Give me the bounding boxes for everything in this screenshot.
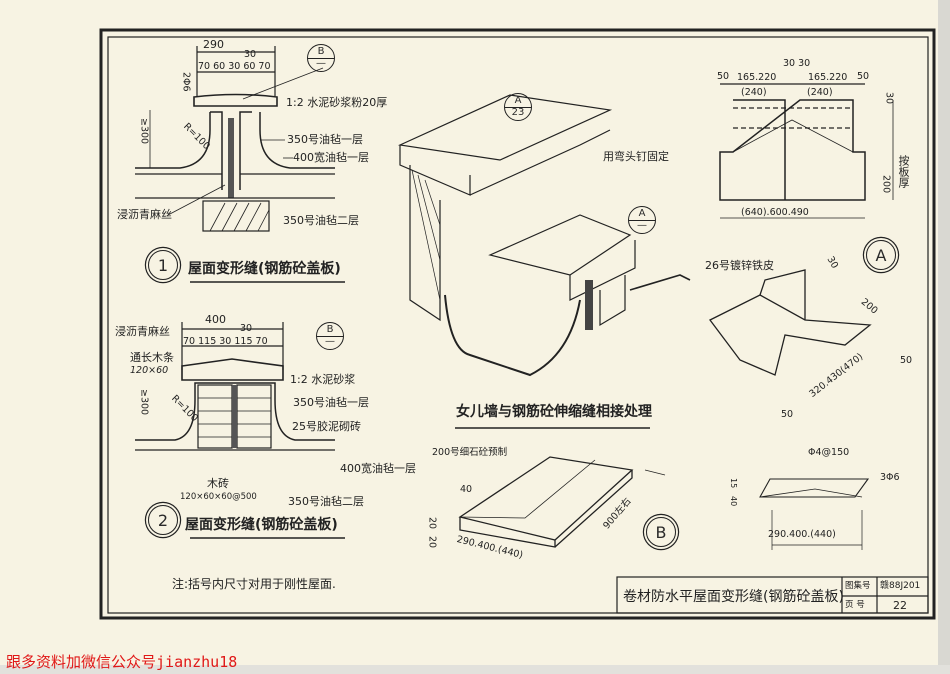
db-d20b: 20	[426, 536, 438, 549]
da-dim-top-4: 50	[857, 71, 870, 82]
da-dim-bottom: (640).600.490	[741, 207, 809, 218]
d2-dim-parts: 70 115 30 115 70	[183, 336, 268, 347]
da-dim-200: 200	[880, 175, 892, 194]
titleblock-title: 卷材防水平屋面变形缝(钢筋砼盖板)	[623, 589, 844, 605]
d1-felt-wide-label: 400宽油毡一层	[293, 151, 369, 164]
d2-ref-b: B—	[316, 322, 344, 350]
ref-bottom: —	[316, 58, 326, 69]
titleblock-atlas-label: 图集号	[845, 581, 871, 591]
detail-a-drawing	[709, 83, 894, 376]
note: 注:括号内尺寸对用于刚性屋面.	[172, 577, 336, 591]
db-number-circle: B	[646, 517, 676, 547]
parapet-isometric-drawing	[397, 94, 691, 429]
d2-dim-total: 400	[205, 313, 226, 326]
titleblock-page-label: 页 号	[845, 600, 865, 610]
d1-felt2-label: 350号油毡二层	[283, 214, 359, 227]
ref-top: B	[317, 323, 343, 337]
d1-dim-mid: 30	[244, 49, 257, 60]
d2-felt-wide-label: 400宽油毡一层	[340, 462, 416, 475]
ref-top: A	[505, 94, 531, 108]
title-block-lines	[616, 576, 929, 614]
db-number: B	[655, 522, 667, 542]
da-dim-sub-1: (240)	[807, 87, 833, 98]
detail-b-drawing	[458, 456, 870, 550]
ref-bottom: 23	[511, 107, 525, 118]
db-precast-label: 200号细石砼预制	[432, 447, 508, 458]
db-d40b: 40	[729, 496, 738, 507]
iso-title: 女儿墙与钢筋砼伸缩缝相接处理	[456, 404, 652, 420]
titleblock-atlas-value: 赣88J201	[880, 581, 921, 591]
da-iso-d50a: 50	[900, 355, 913, 366]
d2-number-circle: 2	[148, 505, 178, 535]
da-dim-top-2: 30 30	[783, 58, 811, 69]
d1-dim-total: 290	[203, 38, 224, 51]
db-d20a: 20	[426, 517, 438, 530]
scan-edge	[938, 0, 950, 674]
da-by-slab: 按板厚	[897, 155, 910, 188]
d1-dim-bars: 2Φ6	[180, 72, 192, 92]
detail-1-drawing	[135, 46, 345, 283]
d2-brick-label: 25号胶泥砌砖	[292, 420, 361, 433]
watermark-text: 跟多资料加微信公众号jianzhu18	[6, 653, 238, 671]
detail-2-drawing	[135, 322, 345, 539]
da-dim-top-1: 165.220	[737, 72, 777, 83]
titleblock-page-value: 22	[893, 599, 907, 612]
d2-hemp-label: 浸沥青麻丝	[115, 325, 170, 338]
da-number-circle: A	[866, 240, 896, 270]
d1-title: 屋面变形缝(钢筋砼盖板)	[188, 261, 341, 277]
da-dim-top-3: 165.220	[808, 72, 848, 83]
db-rebar2: 3Φ6	[880, 472, 900, 483]
d1-number: 1	[157, 255, 169, 275]
d2-strip-label: 通长木条	[130, 351, 174, 364]
ref-top: A	[629, 207, 655, 221]
outer-frame	[99, 28, 936, 620]
d2-mortar-label: 1:2 水泥砂浆	[290, 373, 356, 386]
da-iso-d50b: 50	[781, 409, 794, 420]
da-dim-top-0: 50	[717, 71, 730, 82]
d2-strip-size: 120×60	[130, 365, 169, 376]
db-section-width: 290.400.(440)	[768, 529, 836, 540]
ref-bottom: —	[637, 220, 647, 231]
d1-hemp-label: 浸沥青麻丝	[117, 208, 172, 221]
d2-dim-height: ≥300	[138, 389, 150, 416]
d2-title: 屋面变形缝(钢筋砼盖板)	[185, 517, 338, 533]
d1-dim-height: ≥300	[138, 118, 150, 145]
da-dim-sub-0: (240)	[741, 87, 767, 98]
db-d40: 40	[460, 484, 473, 495]
d1-dim-parts: 70 60 30 60 70	[198, 61, 271, 72]
db-d15: 15	[729, 478, 738, 489]
d2-woodbrick-size: 120×60×60@500	[180, 492, 257, 502]
d1-number-circle: 1	[148, 250, 178, 280]
scan-bottom-band	[0, 665, 950, 674]
iso-ref-a: A—	[628, 206, 656, 234]
d2-felt1-label: 350号油毡一层	[293, 396, 369, 409]
d2-number: 2	[157, 510, 169, 530]
d2-dim-mid: 30	[240, 323, 253, 334]
ref-top: B	[308, 45, 334, 59]
da-dim-30: 30	[883, 92, 895, 105]
d2-woodbrick-label: 木砖	[207, 477, 229, 490]
d1-ref-b: B—	[307, 44, 335, 72]
d2-felt2-label: 350号油毡二层	[288, 495, 364, 508]
inner-frame	[107, 36, 929, 614]
da-number: A	[875, 245, 887, 265]
da-sheet-label: 26号镀锌铁皮	[705, 259, 774, 272]
d1-felt1-label: 350号油毡一层	[287, 133, 363, 146]
ref-bottom: —	[325, 336, 335, 347]
iso-nail-label: 用弯头钉固定	[603, 150, 669, 163]
d1-mortar-label: 1:2 水泥砂浆粉20厚	[286, 96, 388, 109]
db-rebar1: Φ4@150	[808, 447, 850, 458]
